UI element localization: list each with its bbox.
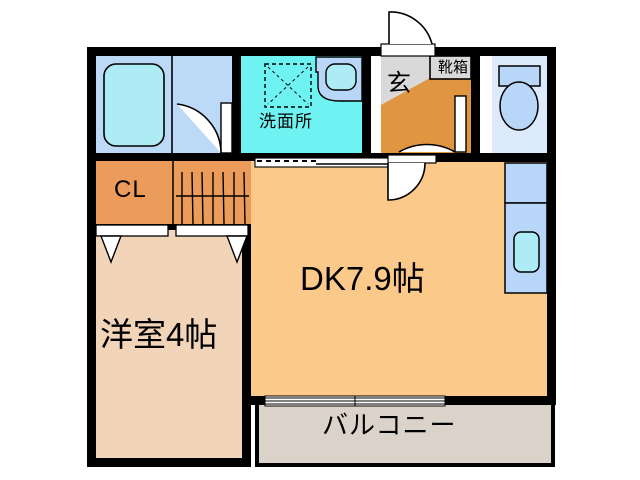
toilet-bowl (499, 81, 539, 131)
dk-hall-door-leaf[interactable] (454, 95, 467, 153)
western-room-floor (96, 230, 251, 467)
kitchen-counter (504, 162, 548, 204)
closet-folding-doors[interactable] (95, 224, 249, 264)
closet-hangers (181, 171, 246, 225)
shoe-cabinet-label: 靴箱 (438, 59, 469, 76)
kitchen-sink-basin (513, 231, 540, 273)
dk-room-label: DK7.9帖 (300, 260, 425, 297)
western-room-label: 洋室4帖 (100, 316, 218, 353)
closet-label: CL (114, 176, 147, 203)
balcony-sliding-window[interactable] (264, 395, 446, 407)
bathtub (103, 63, 165, 147)
hall-dk-opening[interactable] (387, 154, 437, 164)
balcony-floor (255, 405, 555, 467)
entrance-door-swing-arc (388, 11, 433, 45)
wash-basin-bowl (325, 63, 357, 91)
washroom-sliding-door[interactable] (254, 157, 396, 168)
entrance-door-opening[interactable] (380, 43, 436, 57)
bathroom-door-swing-arc (176, 103, 222, 154)
hall-dk-swing-arc (387, 162, 426, 201)
washroom-label: 洗面所 (259, 112, 313, 131)
dk-floor (251, 160, 547, 405)
dk-hall-door-swing-arc (398, 143, 456, 153)
entrance-label: 玄 (387, 70, 411, 97)
balcony-label: バルコニー (322, 410, 457, 440)
bathroom-door-leaf[interactable] (220, 102, 233, 154)
washing-machine-space (264, 63, 312, 108)
entrance-step-floor (381, 78, 471, 153)
